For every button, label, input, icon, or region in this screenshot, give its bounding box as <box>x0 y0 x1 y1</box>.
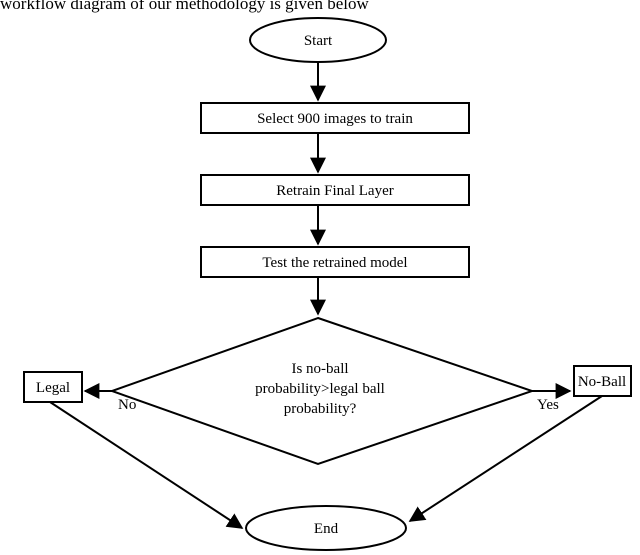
caption: workflow diagram of our methodology is g… <box>0 0 369 13</box>
test-label: Test the retrained model <box>262 255 407 271</box>
decision-line-3: probability? <box>284 401 357 417</box>
decision-line-2: probability>legal ball <box>255 381 385 397</box>
noball-node: No-Ball <box>573 365 632 397</box>
legal-label: Legal <box>36 380 70 396</box>
select-images-label: Select 900 images to train <box>257 111 413 127</box>
end-label: End <box>314 521 339 537</box>
select-images-node: Select 900 images to train <box>200 102 470 134</box>
decision-line-1: Is no-ball <box>291 361 348 377</box>
legal-node: Legal <box>23 371 83 403</box>
noball-label: No-Ball <box>578 374 626 390</box>
arrow-noball-to-end <box>408 395 603 522</box>
start-label: Start <box>304 33 333 49</box>
retrain-label: Retrain Final Layer <box>276 183 393 199</box>
test-node: Test the retrained model <box>200 246 470 278</box>
yes-label: Yes <box>537 397 559 413</box>
decision-node: Is no-ball probability>legal ball probab… <box>109 316 536 466</box>
start-node: Start <box>249 17 387 63</box>
no-label: No <box>118 397 136 413</box>
arrow-legal-to-end <box>49 401 244 529</box>
retrain-node: Retrain Final Layer <box>200 174 470 206</box>
end-node: End <box>245 505 407 551</box>
